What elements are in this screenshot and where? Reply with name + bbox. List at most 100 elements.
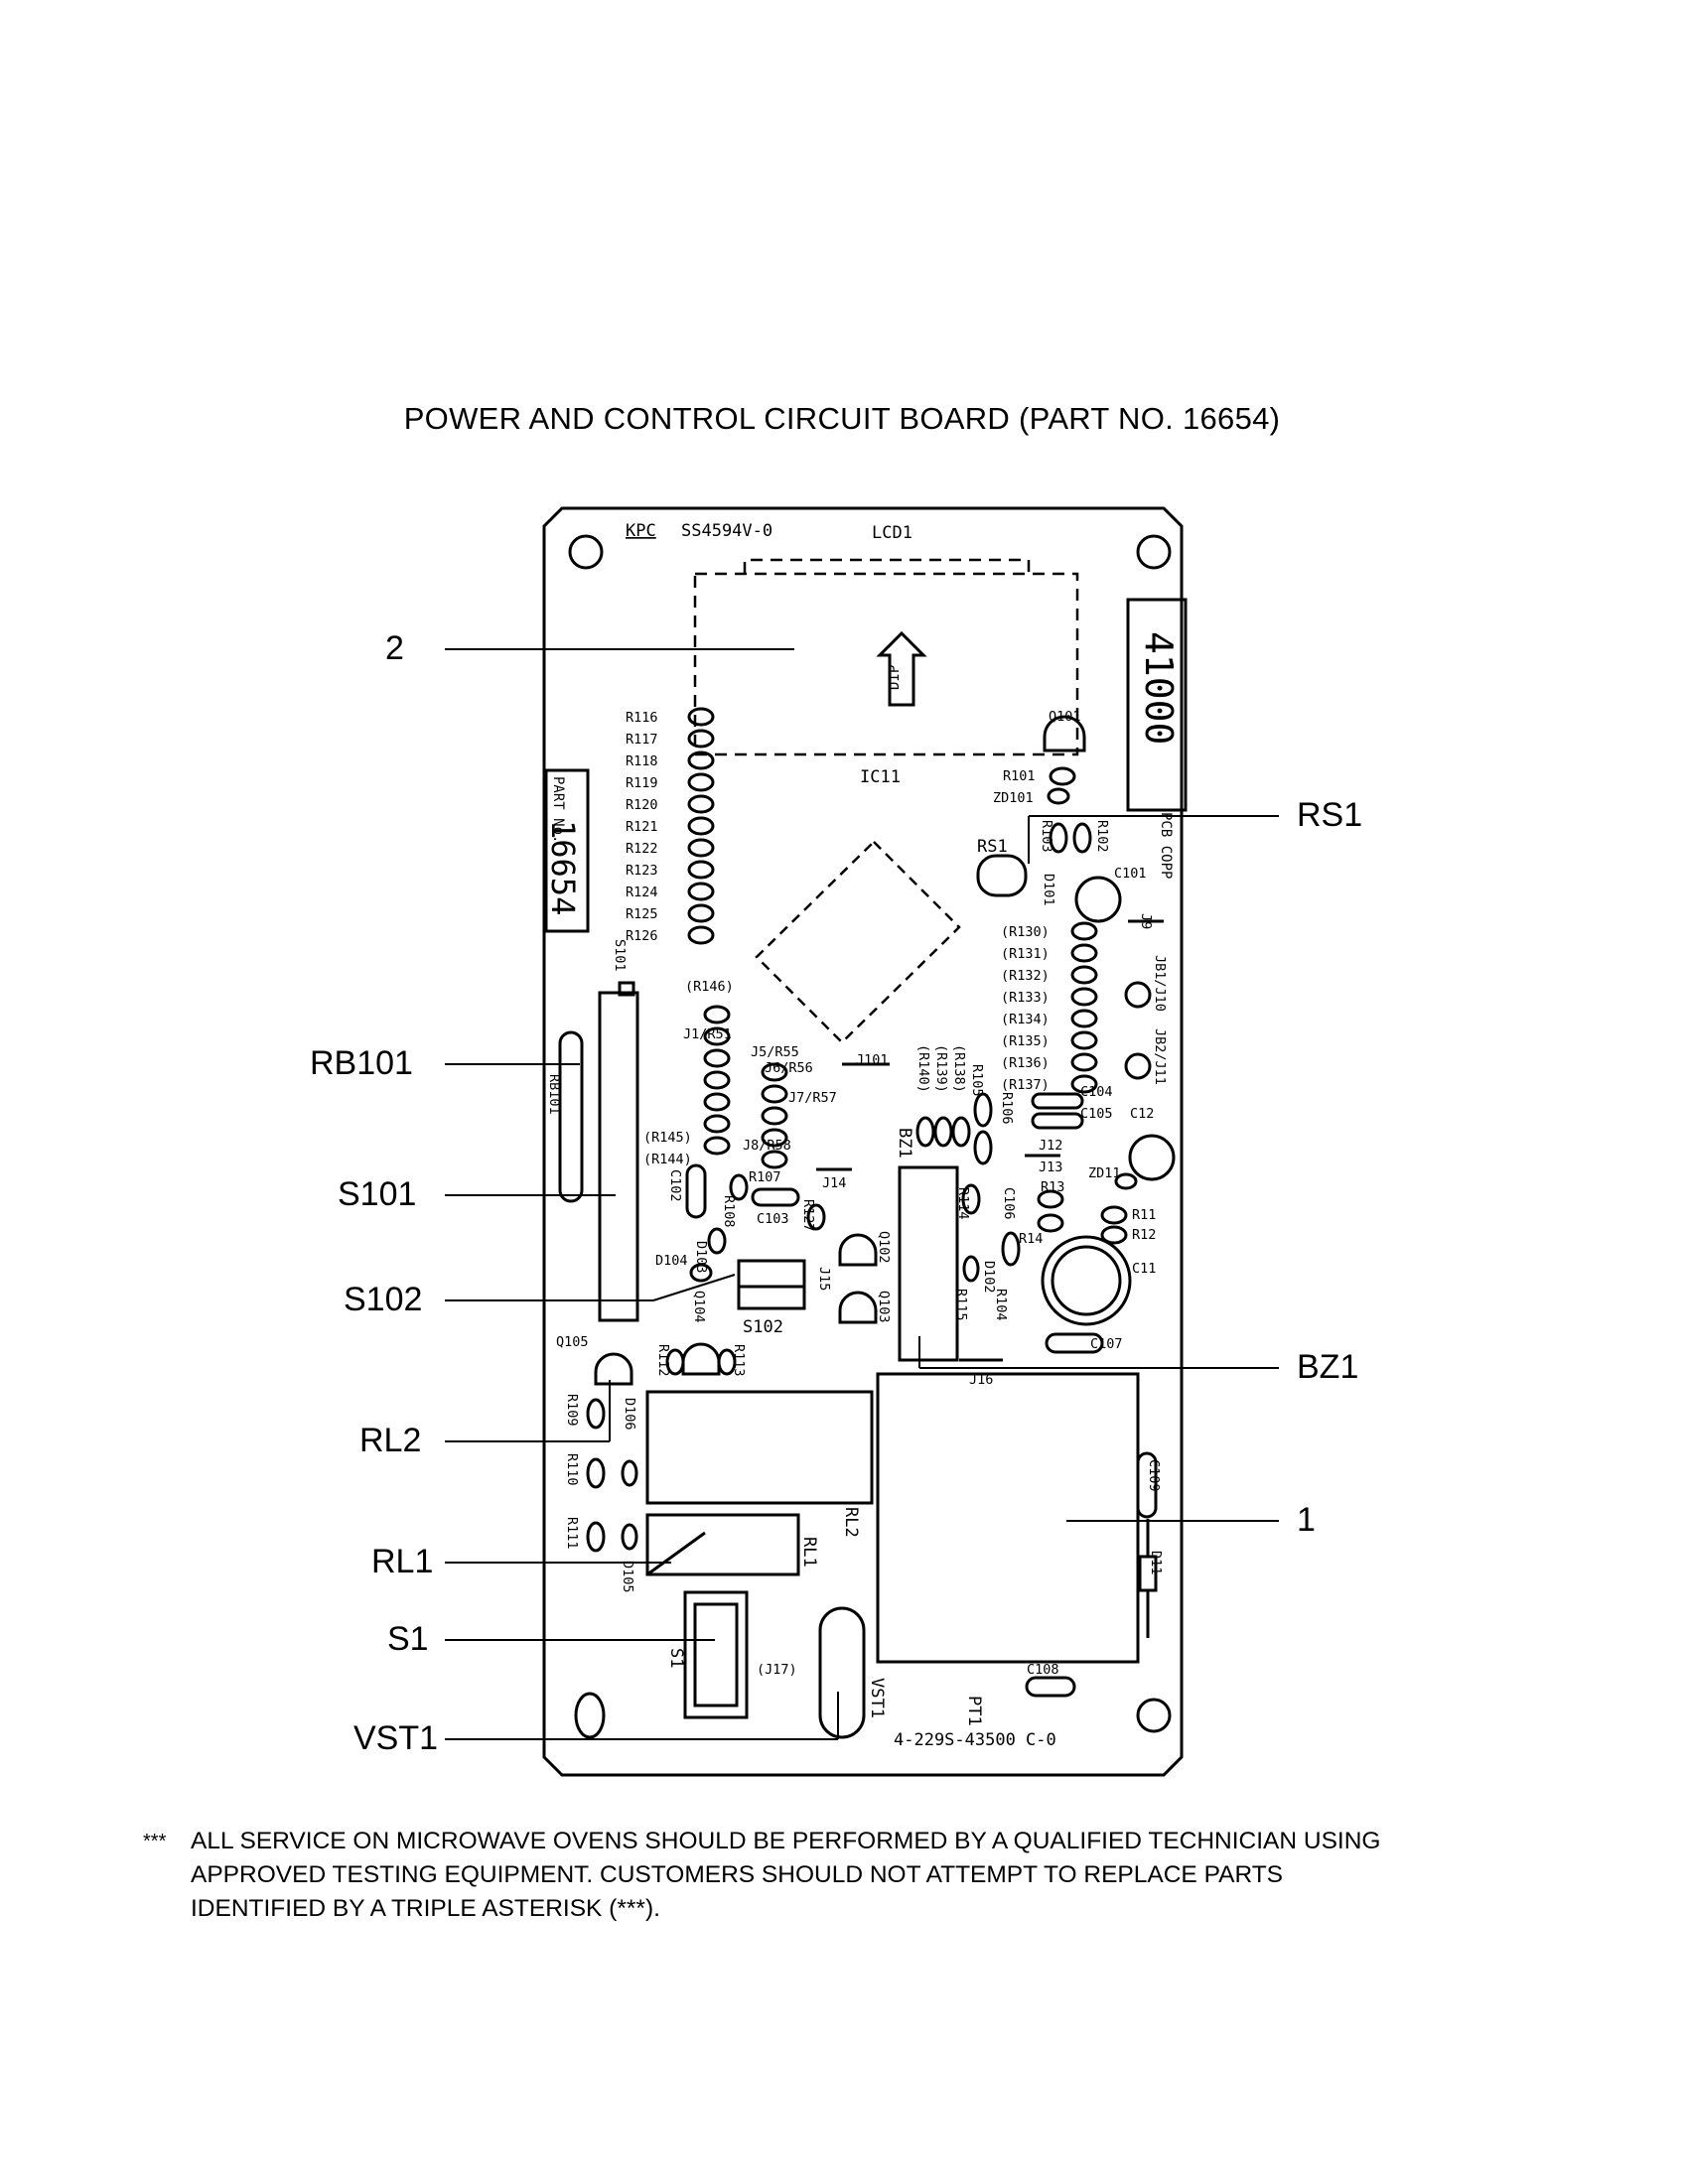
label-c12: C12 <box>1130 1106 1154 1122</box>
s102-switch <box>737 1259 806 1310</box>
label-jb2: JB2/J11 <box>1152 1028 1168 1085</box>
label-c109: C109 <box>1146 1459 1162 1492</box>
label-bz1-board: BZ1 <box>895 1128 914 1159</box>
pcb-copp-label: PCB COPP <box>1158 812 1174 879</box>
label-r103: R103 <box>1039 820 1054 853</box>
callout-2: 2 <box>385 629 404 667</box>
jumper-chain-mid <box>703 1005 788 1169</box>
s1-connector <box>683 1590 749 1719</box>
d105-diode <box>621 1523 638 1551</box>
label-r120: R120 <box>626 797 658 813</box>
r111-resistor <box>586 1521 606 1553</box>
label-r102: R102 <box>1094 820 1110 853</box>
r13-resistor <box>1037 1189 1064 1209</box>
r106-resistor <box>973 1130 993 1165</box>
label-r110: R110 <box>564 1453 580 1486</box>
d106-diode <box>621 1459 638 1487</box>
label-q101: Q101 <box>1049 709 1081 725</box>
c103-capacitor <box>751 1187 800 1207</box>
maker-label: KPC <box>626 521 656 541</box>
q105-transistor <box>594 1352 633 1386</box>
r114-resistor <box>961 1183 981 1215</box>
label-j101: J101 <box>856 1052 889 1068</box>
board-outline <box>542 506 1184 1777</box>
callout-1: 1 <box>1297 1501 1316 1539</box>
mounting-hole-tr <box>1136 534 1172 570</box>
callout-rs1: RS1 <box>1297 796 1363 834</box>
label-d103: D103 <box>693 1241 709 1274</box>
note-asterisks: *** <box>143 1831 167 1852</box>
part-no-label: PART No. <box>550 776 566 843</box>
r14-resistor <box>1037 1213 1064 1233</box>
dip-label: DIP <box>887 665 903 690</box>
label-r108: R108 <box>721 1195 737 1228</box>
jb2-jumper <box>1124 1052 1152 1080</box>
label-s102-board: S102 <box>743 1317 783 1337</box>
label-j6: J6/R56 <box>765 1060 813 1076</box>
label-r144: (R144) <box>643 1152 692 1167</box>
label-r139: (R139) <box>933 1044 949 1093</box>
label-r122: R122 <box>626 841 658 857</box>
r12-resistor <box>1100 1225 1128 1245</box>
callout-s1: S1 <box>387 1620 429 1658</box>
r105-resistor <box>973 1092 993 1128</box>
label-r116: R116 <box>626 710 658 726</box>
callout-s101: S101 <box>338 1175 417 1213</box>
label-r114: R114 <box>955 1187 971 1220</box>
q102-transistor <box>838 1233 878 1267</box>
label-j13: J13 <box>1039 1160 1062 1175</box>
r108-resistor <box>729 1173 749 1201</box>
label-r109: R109 <box>564 1394 580 1427</box>
label-j17: (J17) <box>757 1662 797 1678</box>
label-r104: R104 <box>993 1289 1009 1321</box>
label-c11: C11 <box>1132 1261 1156 1277</box>
label-d101: D101 <box>1041 874 1056 906</box>
c109-capacitor <box>1136 1451 1158 1519</box>
rl1-relay <box>645 1513 800 1576</box>
label-s101-board: S101 <box>612 939 628 972</box>
q104-transistor <box>681 1342 721 1376</box>
label-r112: R112 <box>655 1344 671 1377</box>
label-pt1: PT1 <box>964 1696 984 1726</box>
callout-bz1: BZ1 <box>1297 1348 1359 1386</box>
label-c106: C106 <box>1001 1187 1017 1220</box>
mounting-hole-br <box>1136 1698 1172 1733</box>
mounting-hole-bl <box>574 1692 606 1739</box>
label-r117: R117 <box>626 732 658 748</box>
code-box-label: 41000 <box>1137 631 1181 745</box>
label-r135: (R135) <box>1001 1033 1050 1049</box>
rb101-part <box>558 1030 584 1203</box>
callout-rl1: RL1 <box>371 1543 434 1580</box>
label-d105: D105 <box>620 1561 635 1593</box>
label-j16: J16 <box>969 1372 993 1388</box>
label-r14: R14 <box>1019 1231 1043 1247</box>
label-q105: Q105 <box>556 1334 589 1350</box>
c11-capacitor <box>1041 1235 1132 1326</box>
q101-transistor <box>1043 715 1086 752</box>
label-d104: D104 <box>655 1253 688 1269</box>
label-r133: (R133) <box>1001 990 1050 1006</box>
label-c104: C104 <box>1080 1084 1113 1100</box>
r102-resistor <box>1072 822 1092 854</box>
label-c108: C108 <box>1027 1662 1059 1678</box>
label-r101: R101 <box>1003 768 1036 784</box>
label-r115: R115 <box>953 1289 969 1321</box>
r103-resistor <box>1049 822 1068 854</box>
r104-resistor <box>1001 1231 1021 1267</box>
r140-resistor <box>915 1116 935 1148</box>
dip-arrow-icon <box>876 630 927 707</box>
label-j15: J15 <box>816 1267 832 1291</box>
note-text: ALL SERVICE ON MICROWAVE OVENS SHOULD BE… <box>191 1828 1381 1922</box>
code-box <box>1126 598 1188 812</box>
zd101-diode <box>1047 787 1070 805</box>
callout-rb101: RB101 <box>310 1044 413 1082</box>
c104-capacitor <box>1031 1092 1084 1110</box>
label-c103: C103 <box>757 1211 789 1227</box>
resistor-chain-left <box>687 707 715 945</box>
label-r126: R126 <box>626 928 658 944</box>
label-r140: (R140) <box>915 1044 931 1093</box>
lcd-outline <box>693 558 1079 756</box>
callout-vst1: VST1 <box>353 1719 439 1757</box>
label-j8: J8/R58 <box>743 1138 791 1154</box>
label-r105: R105 <box>969 1064 985 1097</box>
